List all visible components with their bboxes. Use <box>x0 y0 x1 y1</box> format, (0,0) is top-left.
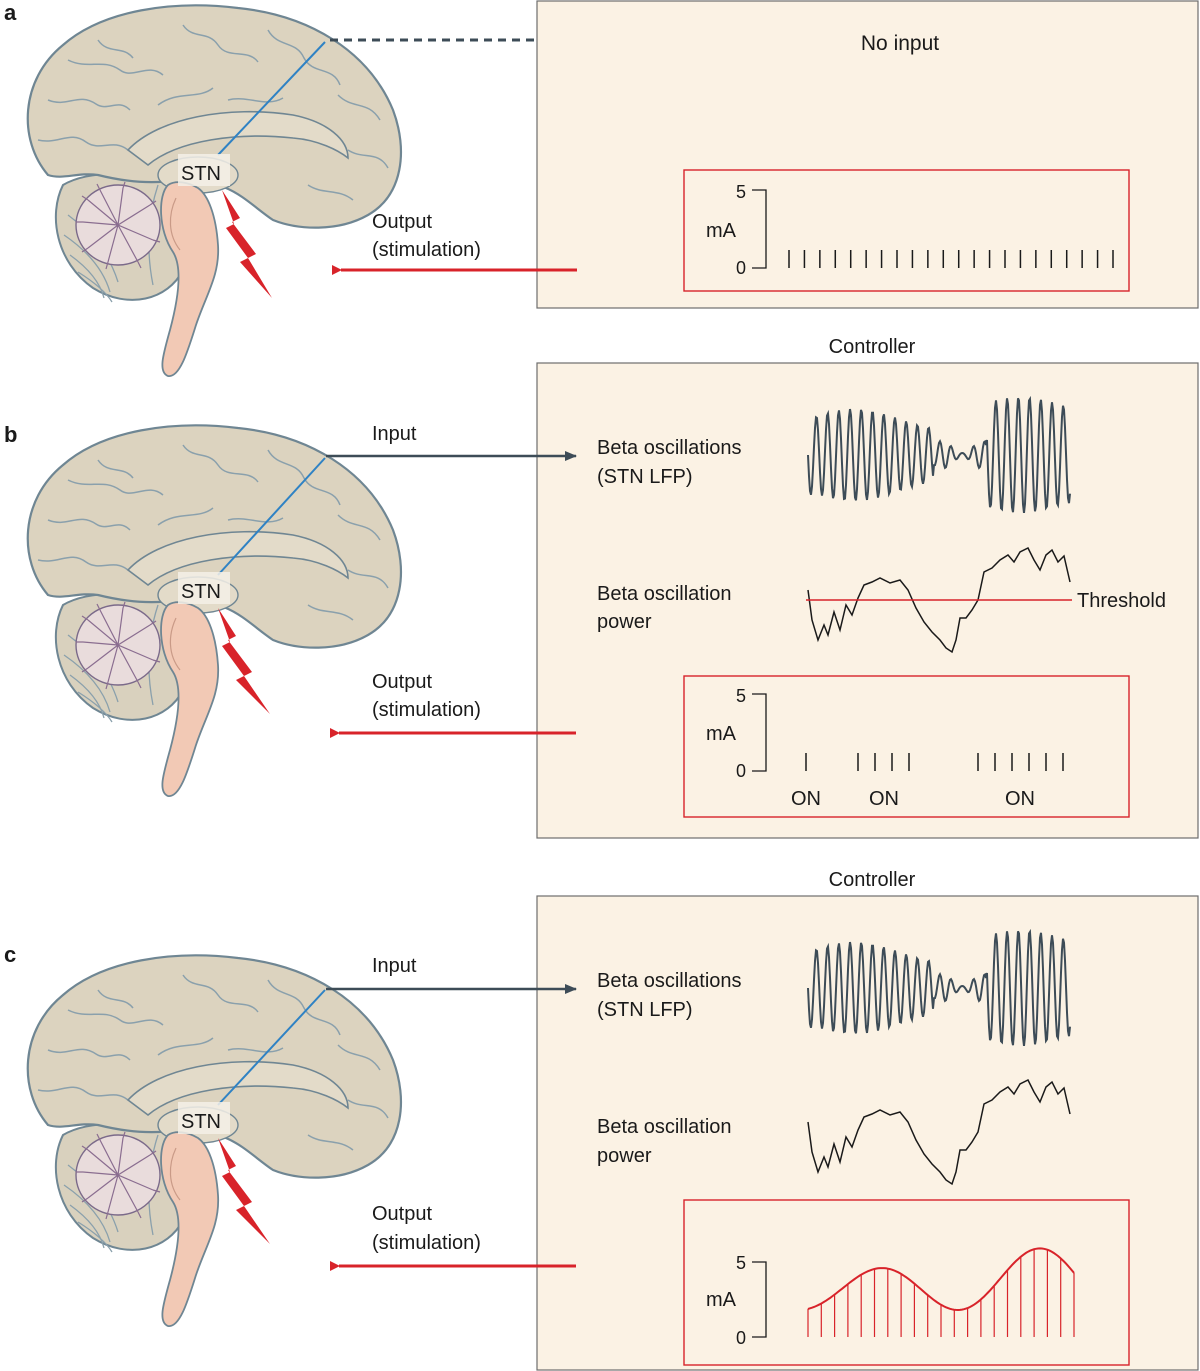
continuous-pulses <box>788 250 1114 268</box>
stimulation-lightning-icon <box>218 1138 270 1244</box>
power-label-line1: Beta oscillation <box>597 1116 732 1138</box>
on-label-1: ON <box>791 788 821 810</box>
y-axis-min-label: 0 <box>736 1328 746 1348</box>
y-axis-max-label: 5 <box>736 1253 746 1273</box>
panel-b-letter: b <box>4 422 17 447</box>
y-axis-min-label: 0 <box>736 761 746 781</box>
y-axis-min-label: 0 <box>736 258 746 278</box>
y-axis-unit-label: mA <box>706 1289 737 1311</box>
panel-c-letter: c <box>4 942 16 967</box>
beta-label-line1: Beta oscillations <box>597 437 742 459</box>
y-axis-unit-label: mA <box>706 723 737 745</box>
y-axis-max-label: 5 <box>736 182 746 202</box>
output-label-line2: (stimulation) <box>372 1232 481 1254</box>
stn-label-bg <box>178 1102 230 1134</box>
stimulation-box <box>683 169 1130 292</box>
controller-panel <box>536 895 1199 1371</box>
beta-oscillation-waveform <box>807 928 1071 1047</box>
stimulation-lightning-icon <box>218 608 270 714</box>
input-label: Input <box>372 955 417 977</box>
stn-label-bg <box>178 572 230 604</box>
power-label-line2: power <box>597 611 652 633</box>
output-label-line1: Output <box>372 671 432 693</box>
brain-illustration <box>26 954 403 1328</box>
beta-power-trace <box>807 546 1071 654</box>
electrode-lead <box>217 457 326 576</box>
panel-a-letter: a <box>4 0 17 25</box>
input-label: Input <box>372 423 417 445</box>
output-label-line1: Output <box>372 211 432 233</box>
beta-label-line2: (STN LFP) <box>597 999 693 1021</box>
y-axis-bracket <box>752 189 767 269</box>
controller-panel <box>536 0 1199 309</box>
adaptive-pulses <box>805 753 1064 771</box>
proportional-pulses <box>807 1249 1075 1337</box>
brain-illustration <box>26 4 403 378</box>
stimulation-box <box>683 1199 1130 1366</box>
threshold-label: Threshold <box>1077 590 1166 612</box>
on-label-2: ON <box>869 788 899 810</box>
output-label-line1: Output <box>372 1203 432 1225</box>
stimulation-lightning-icon <box>222 190 272 298</box>
stn-label: STN <box>181 1111 221 1133</box>
stn-label: STN <box>181 163 221 185</box>
beta-oscillation-waveform <box>807 395 1071 514</box>
panel-a: a STN No input Output (stimulation) 5 mA… <box>4 0 1199 378</box>
controller-title: Controller <box>829 336 916 358</box>
brain-illustration <box>26 424 403 798</box>
on-label-3: ON <box>1005 788 1035 810</box>
y-axis-bracket <box>752 1261 767 1338</box>
y-axis-max-label: 5 <box>736 686 746 706</box>
y-axis-unit-label: mA <box>706 220 737 242</box>
power-label-line2: power <box>597 1145 652 1167</box>
electrode-lead <box>217 989 326 1106</box>
panel-c: c STN Controller Input Beta oscillations… <box>4 869 1199 1371</box>
beta-power-trace <box>807 1078 1071 1186</box>
stn-label: STN <box>181 581 221 603</box>
power-label-line1: Beta oscillation <box>597 583 732 605</box>
electrode-lead <box>217 41 326 156</box>
amplitude-envelope <box>807 1247 1075 1312</box>
stn-label-bg <box>178 154 230 186</box>
beta-label-line1: Beta oscillations <box>597 970 742 992</box>
beta-label-line2: (STN LFP) <box>597 466 693 488</box>
output-label-line2: (stimulation) <box>372 699 481 721</box>
controller-title: Controller <box>829 869 916 891</box>
output-label-line2: (stimulation) <box>372 239 481 261</box>
panel-b: b STN Controller Input Beta oscillations… <box>4 336 1199 839</box>
no-input-text: No input <box>861 32 939 55</box>
stimulation-box <box>683 675 1130 818</box>
y-axis-bracket <box>752 693 767 772</box>
